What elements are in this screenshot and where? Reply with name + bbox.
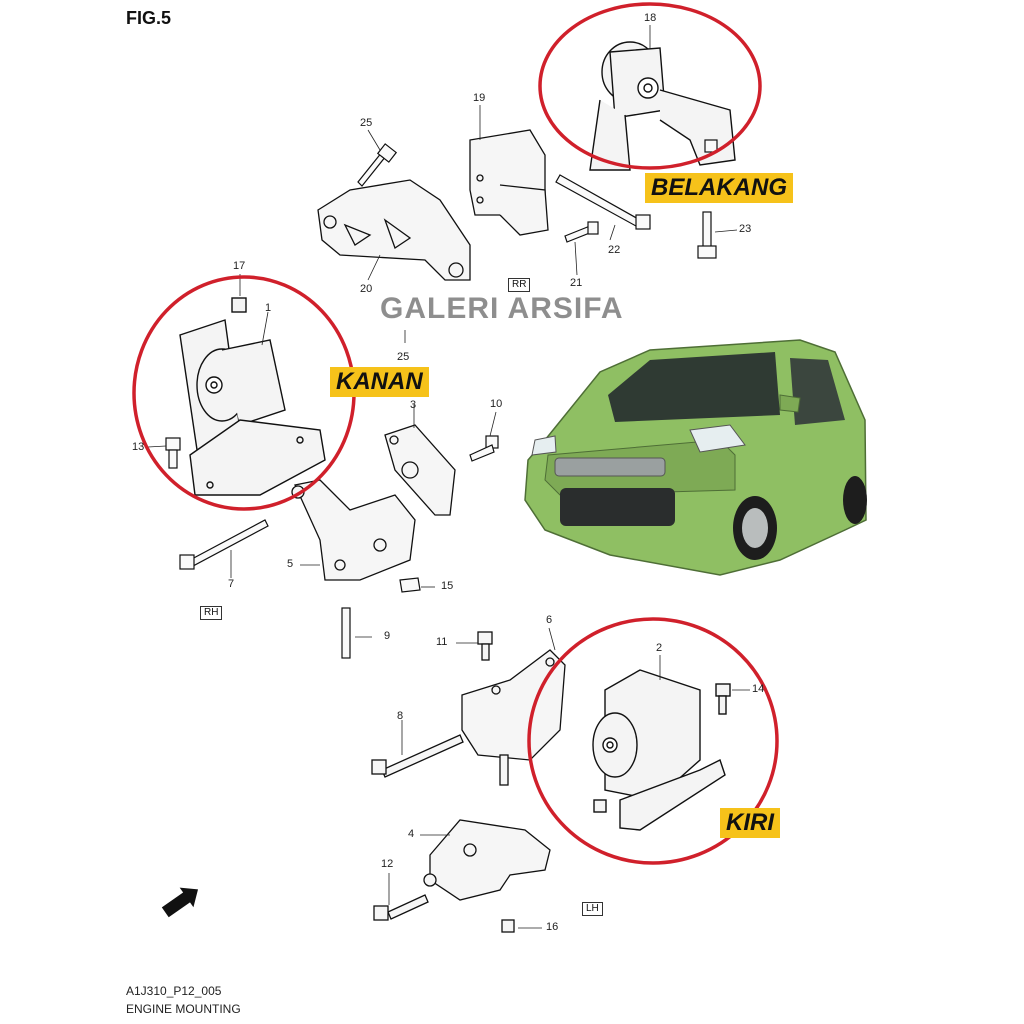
callout-20: 20 [360, 283, 373, 295]
callout-11: 11 [436, 636, 448, 648]
callout-1: 1 [265, 302, 272, 314]
diagram-caption: ENGINE MOUNTING [126, 1002, 241, 1016]
watermark-text: GALERI ARSIFA [380, 292, 624, 325]
right-bolt-parts [165, 435, 499, 659]
callout-23: 23 [739, 223, 752, 235]
callout-7: 7 [228, 578, 235, 590]
right-lower-bracket-part [291, 479, 416, 581]
rear-highlight-circle [538, 2, 762, 170]
callout-14: 14 [752, 683, 765, 695]
figure-title: FIG.5 [126, 8, 172, 28]
right-bracket-part [317, 179, 471, 281]
callout-18: 18 [644, 12, 657, 24]
callout-15: 15 [441, 580, 454, 592]
callout-5: 5 [287, 558, 294, 570]
callout-22: 22 [608, 244, 621, 256]
left-upper-bracket-part [371, 631, 566, 786]
callout-4: 4 [408, 828, 415, 840]
callout-25-top: 25 [360, 117, 373, 129]
callout-9: 9 [384, 630, 391, 642]
left-mount-part [592, 669, 731, 831]
callout-21: 21 [570, 277, 583, 289]
left-tag: KIRI [720, 808, 780, 838]
right-link-bracket-part [384, 424, 456, 516]
rh-position-label: RH [200, 606, 223, 620]
left-lower-bracket-part [373, 819, 551, 933]
callout-25-mid: 25 [397, 351, 410, 363]
callout-2: 2 [656, 642, 663, 654]
callout-6: 6 [546, 614, 553, 626]
right-tag: KANAN [330, 367, 429, 397]
rear-bracket-part [469, 129, 549, 236]
diagram-code: A1J310_P12_005 [126, 984, 222, 998]
lh-position-label: LH [582, 902, 603, 916]
right-mount-part [179, 297, 326, 496]
forward-arrow-icon [161, 887, 199, 918]
car-image [524, 339, 867, 576]
rear-tag: BELAKANG [645, 173, 793, 203]
rr-position-label: RR [508, 278, 531, 292]
callout-12: 12 [381, 858, 394, 870]
rear-mount-part [589, 41, 736, 171]
leader-lines [147, 25, 750, 929]
bolt-parts [357, 139, 718, 259]
callout-8: 8 [397, 710, 404, 722]
callout-13: 13 [132, 441, 145, 453]
callout-16: 16 [546, 921, 559, 933]
callout-17: 17 [233, 260, 246, 272]
callout-19: 19 [473, 92, 486, 104]
callout-3: 3 [410, 399, 417, 411]
left-highlight-circle [527, 617, 779, 865]
callout-10: 10 [490, 398, 503, 410]
